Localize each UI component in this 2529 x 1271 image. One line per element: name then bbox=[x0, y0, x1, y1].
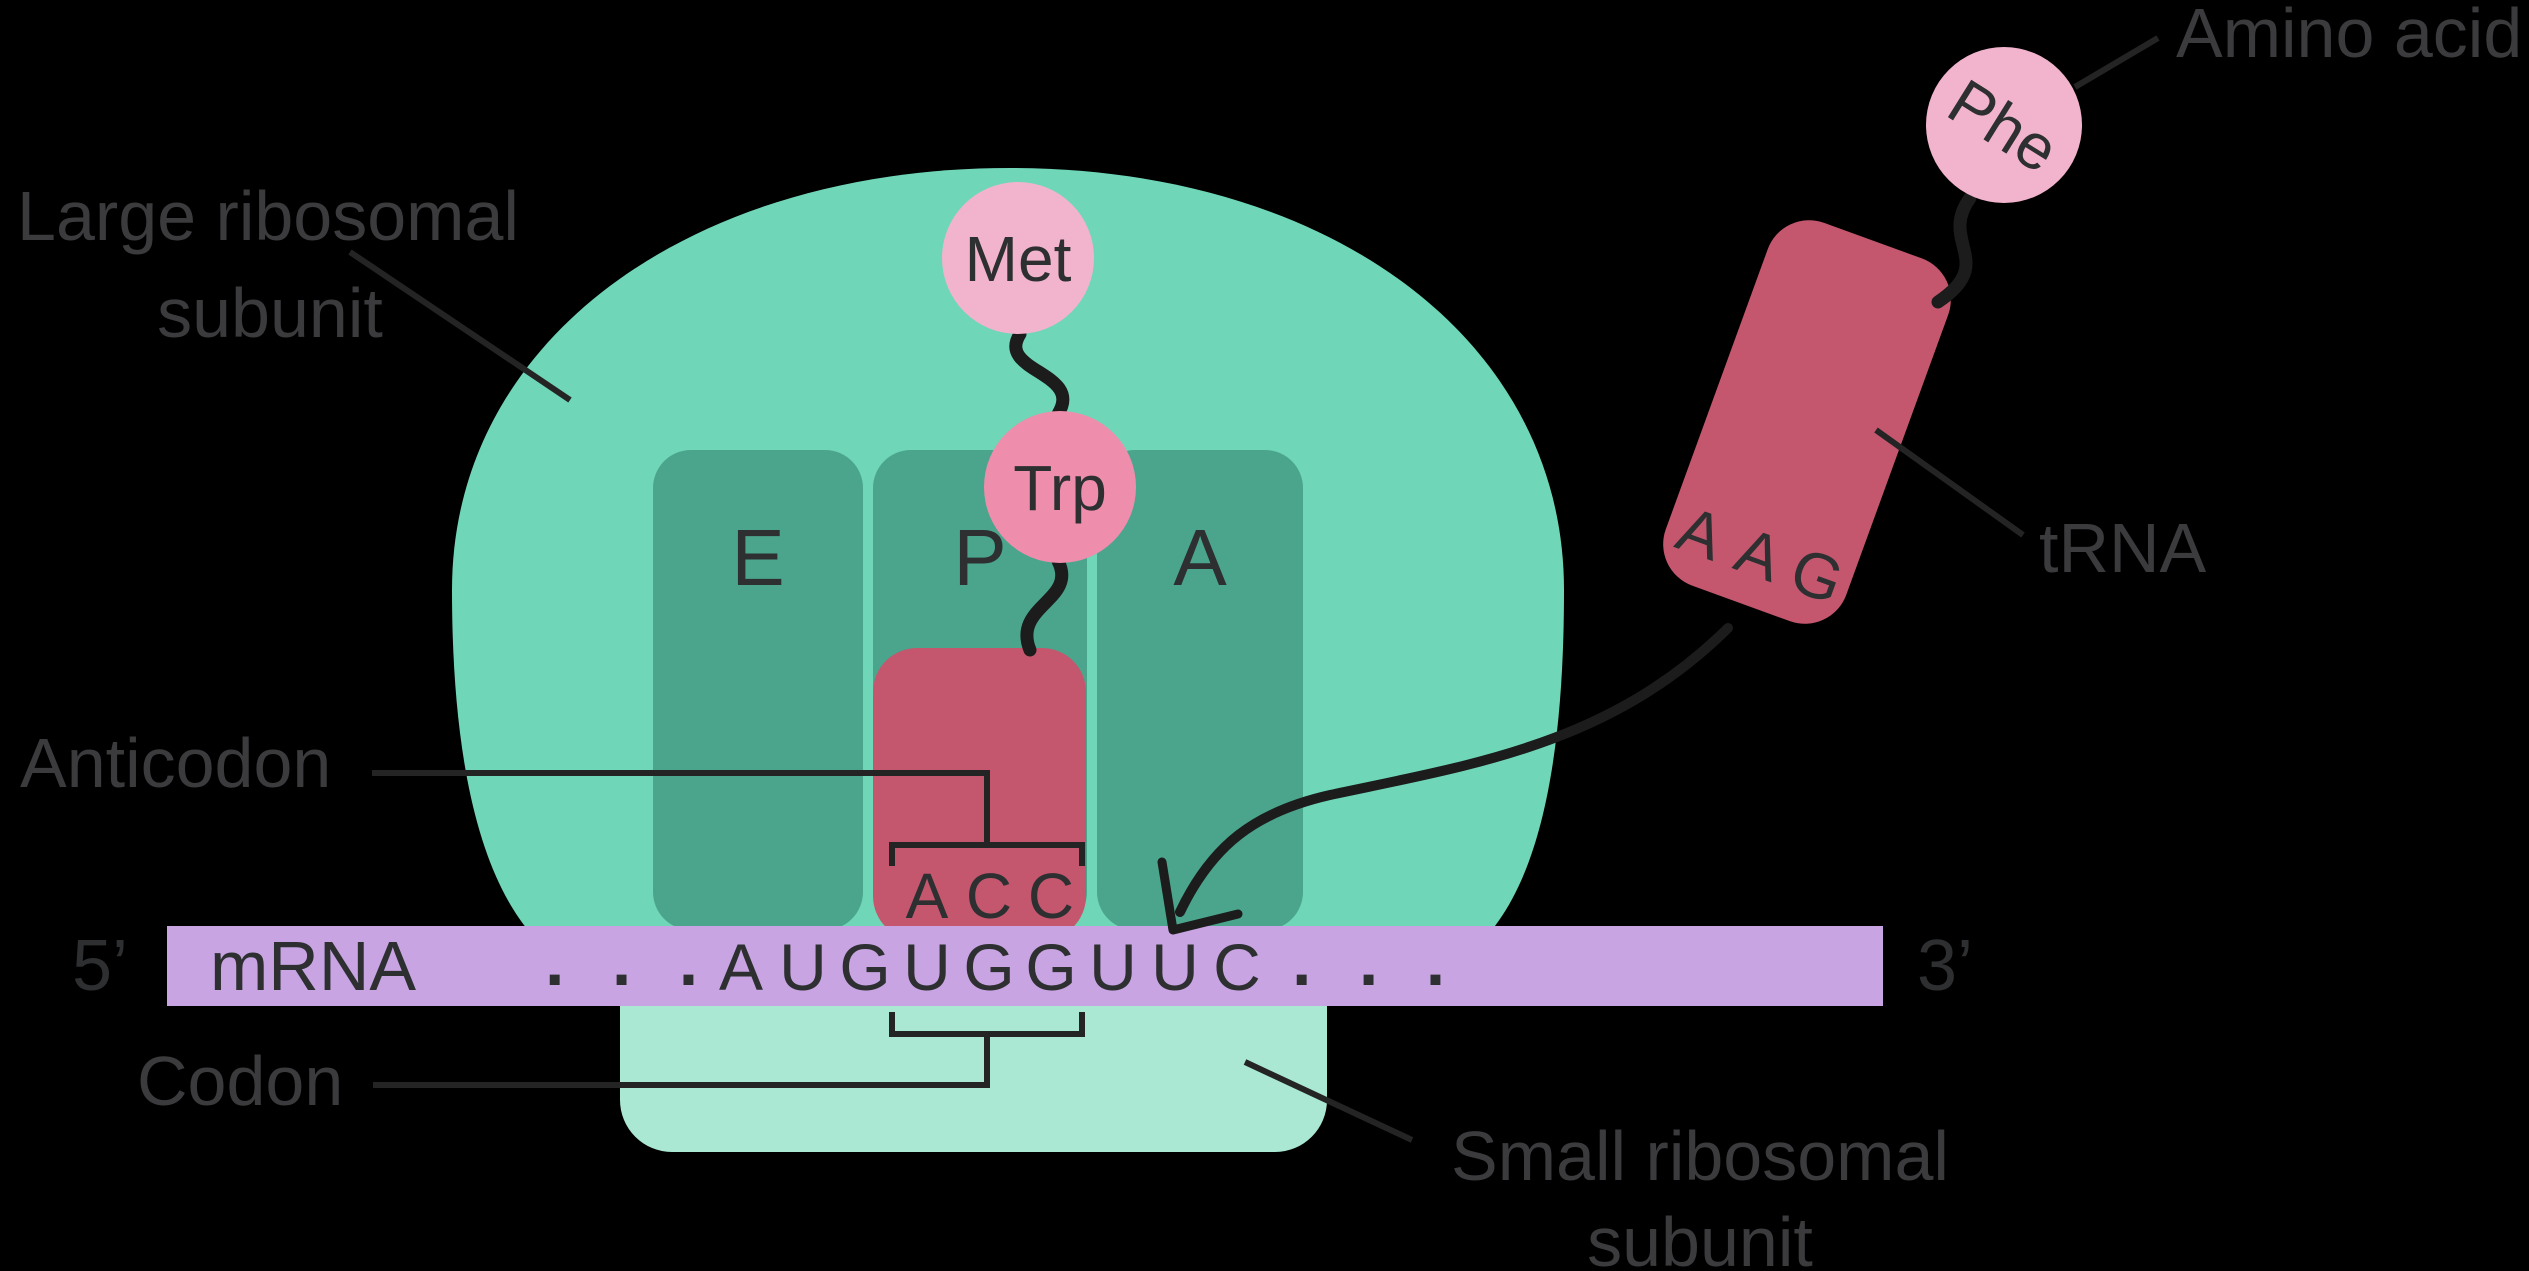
a-site-label: A bbox=[1173, 513, 1227, 602]
sequence-leading-dots: . . . bbox=[545, 922, 712, 1000]
large-subunit-label-line1: Large ribosomal bbox=[17, 177, 519, 255]
sequence-letter: U bbox=[903, 930, 951, 1004]
codon-label: Codon bbox=[137, 1042, 343, 1120]
anticodon-pointer-line bbox=[372, 770, 990, 845]
amino-acid-pointer-line bbox=[2073, 35, 2160, 90]
arrowhead-icon bbox=[1157, 857, 1243, 935]
incoming-trna-shape bbox=[1663, 220, 1951, 624]
sequence-trailing-dots: . . . bbox=[1292, 922, 1459, 1000]
p-site-trna-shape bbox=[873, 648, 1086, 940]
sequence-letter: G bbox=[839, 930, 890, 1004]
p-trna-anticodon-letter: A bbox=[906, 860, 949, 932]
a-site-column bbox=[1097, 450, 1303, 930]
p-trna-anticodon-letter: C bbox=[1028, 860, 1074, 932]
trp-label: Trp bbox=[1013, 452, 1107, 524]
large-subunit-label-line2: subunit bbox=[157, 274, 383, 352]
trp-amino-acid-circle bbox=[984, 411, 1136, 563]
phe-trna-bond bbox=[1931, 191, 1977, 309]
amino-acid-label: Amino acid bbox=[2176, 0, 2522, 72]
trp-trna-bond bbox=[1020, 554, 1069, 657]
phe-amino-acid-circle bbox=[1926, 47, 2082, 203]
three-prime-label: 3’ bbox=[1917, 926, 1973, 1006]
small-subunit-label-line1: Small ribosomal bbox=[1451, 1117, 1949, 1195]
sequence-letter: U bbox=[1089, 930, 1137, 1004]
large-subunit-pointer-line bbox=[348, 249, 572, 403]
incoming-trna-arrow bbox=[1175, 623, 1733, 917]
anticodon-bracket bbox=[889, 842, 1085, 866]
small-subunit-pointer-line bbox=[1243, 1059, 1414, 1143]
met-amino-acid-circle bbox=[942, 182, 1094, 334]
sequence-letter: G bbox=[1025, 930, 1076, 1004]
e-site-column bbox=[653, 450, 863, 930]
sequence-letter: C bbox=[1213, 930, 1261, 1004]
met-label: Met bbox=[965, 223, 1072, 295]
trna-label: tRNA bbox=[2039, 509, 2207, 587]
small-subunit-label-line2: subunit bbox=[1587, 1203, 1813, 1271]
five-prime-label: 5’ bbox=[72, 926, 128, 1006]
e-site-label: E bbox=[731, 513, 784, 602]
mrna-label: mRNA bbox=[210, 927, 416, 1005]
sequence-letter: U bbox=[1151, 930, 1199, 1004]
sequence-letter: A bbox=[719, 930, 763, 1004]
met-trp-bond bbox=[1009, 327, 1070, 421]
sequence-letter: G bbox=[963, 930, 1014, 1004]
trna-pointer-line bbox=[1874, 427, 2025, 538]
mrna-strand bbox=[167, 926, 1883, 1006]
anticodon-label: Anticodon bbox=[20, 724, 331, 802]
p-trna-anticodon-letter: C bbox=[966, 860, 1012, 932]
codon-pointer-line bbox=[373, 1034, 990, 1088]
incoming-trna-group: A A G bbox=[1663, 220, 1951, 624]
sequence-letter: U bbox=[779, 930, 827, 1004]
